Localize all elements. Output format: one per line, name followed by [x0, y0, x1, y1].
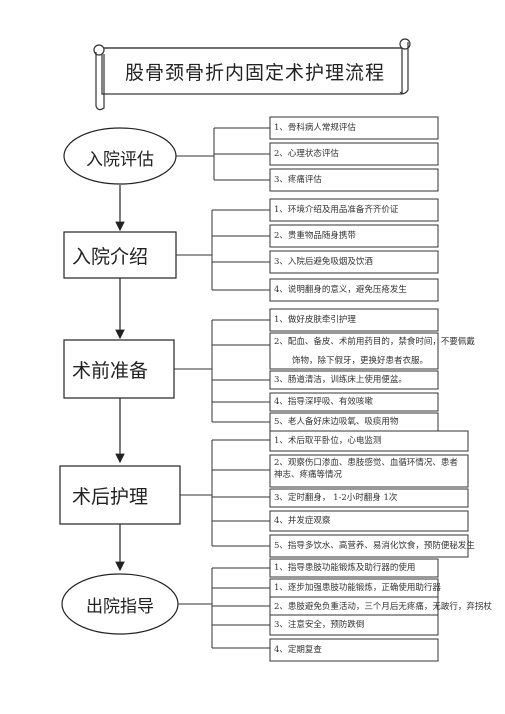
title-scroll	[93, 38, 411, 111]
step-label-preop: 术前准备	[72, 360, 149, 382]
item-preop-5: 5、老人备好床边吸氧、吸痰用物	[274, 417, 399, 427]
item-postop-3: 3、定时翻身， 1-2小时翻身 1次	[274, 493, 398, 503]
item-postop-1: 1、术后取平卧位，心电监测	[274, 436, 382, 446]
step-label-postop: 术后护理	[72, 486, 149, 508]
bracket-connectors	[174, 127, 270, 649]
step-box-preop	[63, 339, 175, 399]
item-postop-5: 5、指导多饮水、高营养、易消化饮食，预防便秘发生	[274, 541, 475, 551]
item-discharge-1: 1、指导患肢功能锻炼及助行器的使用	[274, 563, 416, 573]
step-box-admission-intro	[63, 231, 177, 279]
item-discharge-5: 4、定期复查	[274, 645, 322, 655]
item-preop-3: 3、肠道清洁，训练床上使用便盆。	[274, 375, 407, 385]
step-label-admission-assessment: 入院评估	[86, 150, 154, 170]
item-intro-1: 1、环境介绍及用品准备齐齐价证	[274, 205, 399, 215]
item-preop-4: 4、指导深呼吸、有效咳嗽	[274, 397, 373, 407]
item-preop-2-cont: 饰物，除下假牙，更换好患者衣服。	[292, 356, 429, 366]
item-assessment-1: 1、骨科病人常规评估	[274, 123, 356, 133]
item-boxes	[269, 116, 469, 662]
item-preop-1: 1、做好皮肤牵引护理	[274, 315, 356, 325]
step-box-postop	[59, 465, 181, 525]
page-title: 股骨颈骨折内固定术护理流程	[124, 62, 385, 84]
item-intro-3: 3、入院后避免吸烟及饮酒	[274, 257, 373, 267]
item-assessment-2: 2、心理状态评估	[274, 149, 339, 159]
step-label-discharge: 出院指导	[86, 597, 154, 617]
item-postop-2: 2、观察伤口渗血、患肢感觉、血循环情况、患者神志、疼痛等情况	[274, 458, 458, 480]
item-intro-2: 2、贵重物品随身携带	[274, 231, 356, 241]
item-postop-4: 4、并发症观察	[274, 516, 331, 526]
item-discharge-2: 1、逐步加强患肢功能锻炼，正确使用助行器	[274, 583, 441, 593]
item-discharge-4: 3、注意安全，预防跌倒	[274, 620, 365, 630]
item-preop-2: 2、配血、备皮、术前用药目的，禁食时间，不要佩戴	[274, 337, 475, 347]
item-assessment-3: 3、疼痛评估	[274, 175, 322, 185]
item-discharge-3: 2、患肢避免负重活动，三个月后无疼痛，无跛行，弃拐杖	[274, 602, 492, 612]
item-intro-4: 4、说明翻身的意义，避免压疮发生	[274, 285, 407, 295]
step-label-admission-intro: 入院介绍	[72, 246, 149, 268]
